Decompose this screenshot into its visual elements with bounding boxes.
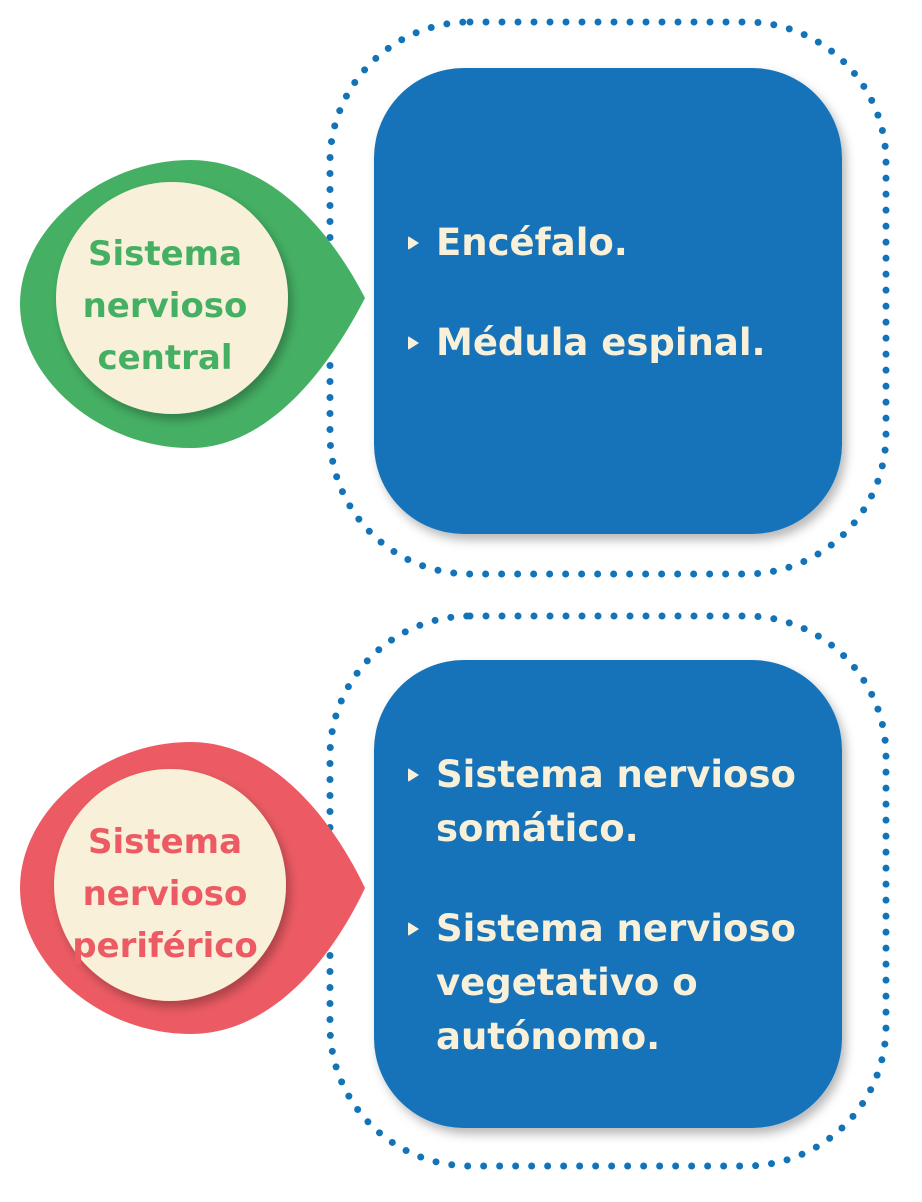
- item-line: vegetativo o: [436, 961, 698, 1004]
- peripheral-label-circle: [54, 769, 286, 1001]
- bullet-triangle-icon: [408, 336, 419, 350]
- item-line: Médula espinal.: [436, 321, 766, 364]
- central-label: Sistema nervioso central: [60, 228, 270, 384]
- central-label-line: central: [97, 338, 233, 378]
- peripheral-item: Sistema nervioso vegetativo o autónomo.: [408, 902, 808, 1064]
- central-label-circle: [56, 182, 288, 414]
- peripheral-panel: [374, 660, 842, 1128]
- central-panel: [374, 68, 842, 534]
- bullet-triangle-icon: [408, 768, 419, 782]
- item-line: autónomo.: [436, 1015, 661, 1058]
- bullet-triangle-icon: [408, 236, 419, 250]
- bullet-triangle-icon: [408, 922, 419, 936]
- peripheral-label-line: periférico: [72, 926, 258, 966]
- central-label-line: nervioso: [82, 286, 248, 326]
- central-label-line: Sistema: [87, 234, 243, 274]
- central-item-list: Encéfalo. Médula espinal.: [408, 216, 808, 370]
- peripheral-label-line: Sistema: [87, 822, 243, 862]
- central-item: Médula espinal.: [408, 316, 808, 370]
- item-line: somático.: [436, 807, 639, 850]
- peripheral-item-list: Sistema nervioso somático. Sistema nervi…: [408, 748, 808, 1064]
- peripheral-label-line: nervioso: [82, 874, 248, 914]
- item-line: Encéfalo.: [436, 221, 628, 264]
- central-item: Encéfalo.: [408, 216, 808, 270]
- item-line: Sistema nervioso: [436, 753, 796, 796]
- item-line: Sistema nervioso: [436, 907, 796, 950]
- peripheral-label: Sistema nervioso periférico: [60, 816, 270, 972]
- peripheral-item: Sistema nervioso somático.: [408, 748, 808, 856]
